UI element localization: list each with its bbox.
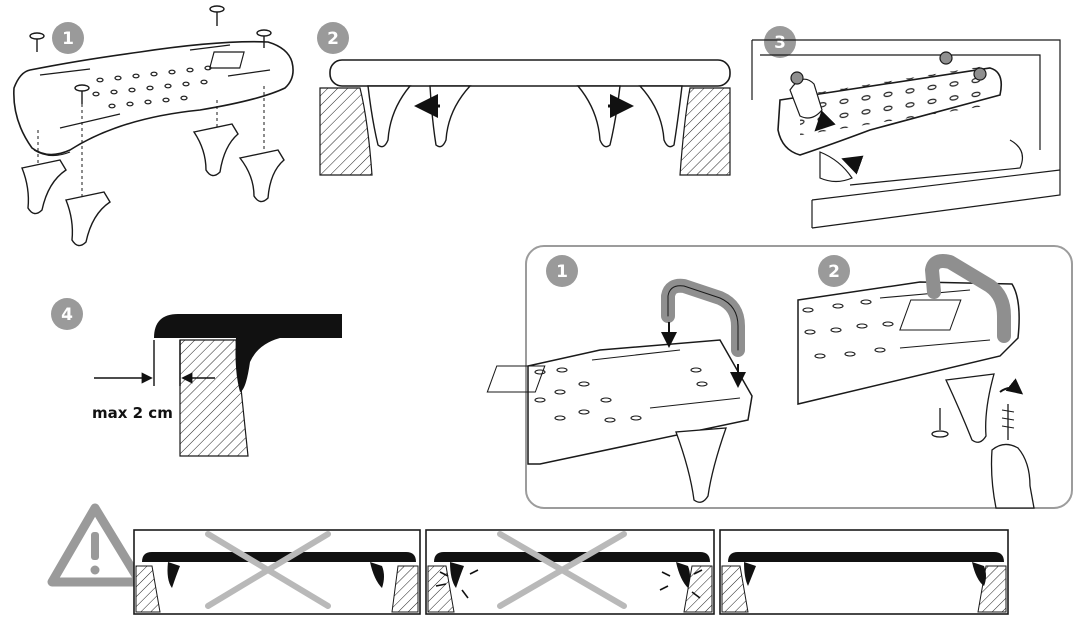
step-badge-2: 2: [317, 22, 349, 54]
bracket-icon: [675, 427, 727, 503]
panel-adjust-brackets: 2: [317, 22, 731, 176]
svg-text:2: 2: [828, 262, 840, 282]
panel-handle-mounting: 1 2: [486, 245, 1073, 509]
step-badge-1: 1: [52, 22, 84, 54]
svg-text:1: 1: [62, 29, 74, 49]
bracket-icon: [367, 85, 683, 148]
tub-wall-left: [319, 87, 373, 176]
gap-limit-label: max 2 cm: [92, 404, 173, 422]
stress-marks: [435, 569, 703, 599]
panel-gap-measure: 4 max 2 cm: [51, 298, 342, 457]
tub-rim-hatched: [179, 339, 249, 457]
step-badge-4: 4: [51, 298, 83, 330]
handle-step-badge-1: 1: [546, 255, 578, 287]
hand-icon: [990, 443, 1035, 509]
step-badge-3: 3: [764, 26, 796, 58]
bracket-icon: [21, 123, 285, 247]
warning-triangle-icon: [47, 503, 145, 587]
cross-icon: [497, 531, 627, 609]
rotate-arrow-icon: [999, 378, 1024, 395]
seat-board: [13, 40, 294, 156]
arrow-icon: [814, 110, 864, 175]
panel-exploded-assembly: 1: [13, 5, 294, 247]
seat-cross-section: [154, 314, 342, 338]
example-correct: [719, 529, 1009, 615]
svg-text:3: 3: [774, 33, 786, 53]
tub-wall-right: [679, 87, 731, 176]
gap-arrows: [94, 340, 215, 386]
seat-board-closeup-right: [797, 281, 1020, 405]
handle-step-badge-2: 2: [818, 255, 850, 287]
bathtub: [751, 39, 1061, 229]
panel-seat-on-tub: 3: [751, 26, 1061, 229]
svg-text:4: 4: [61, 305, 73, 325]
handle-bar-right: [925, 254, 1011, 343]
bracket-icon: [945, 373, 995, 443]
example-wrong-too-narrow: [133, 529, 421, 615]
seat-holes: [39, 44, 271, 129]
example-wrong-too-wide: [425, 529, 715, 615]
svg-text:1: 1: [556, 262, 568, 282]
seat-side-view: [329, 59, 731, 87]
svg-text:2: 2: [327, 29, 339, 49]
screw-icon: [931, 404, 1015, 440]
arrow-icon: [661, 322, 746, 388]
cross-icon: [205, 531, 331, 609]
bracket-cross-section: [235, 338, 280, 392]
screw-icon: [29, 5, 272, 104]
seat-board-closeup-left: [527, 339, 753, 465]
